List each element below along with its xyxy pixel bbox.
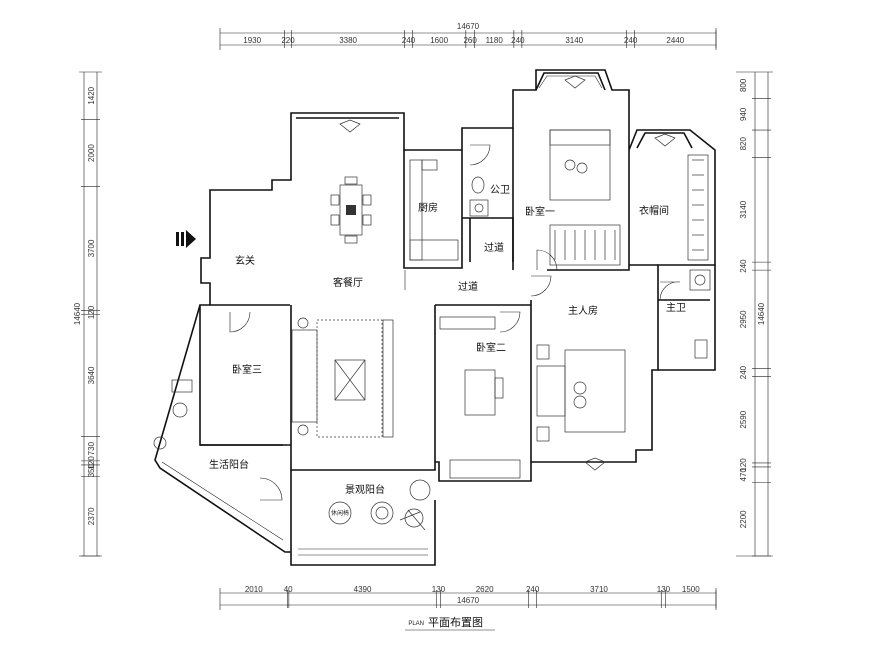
furniture-bedroom3 bbox=[153, 379, 193, 450]
right-segment-dimension: 940 bbox=[739, 107, 748, 121]
bottom-segment-dimension: 240 bbox=[526, 585, 540, 594]
left-segment-dimension: 350 bbox=[87, 464, 96, 478]
room-label-cloakroom: 衣帽间 bbox=[639, 204, 669, 217]
left-segment-dimension: 1420 bbox=[87, 86, 96, 104]
top-segment-dimension: 220 bbox=[281, 36, 295, 45]
plant-icon bbox=[399, 479, 431, 531]
bottom-segment-dimension: 2620 bbox=[476, 585, 494, 594]
furniture-cloakroom-wardrobe bbox=[687, 154, 709, 261]
room-label-view-balcony: 景观阳台 bbox=[345, 483, 385, 496]
furniture-public-wc bbox=[469, 176, 489, 217]
left-segment-dimension: 120 bbox=[87, 456, 96, 470]
furniture-living-room-set bbox=[291, 317, 394, 438]
right-segment-dimension: 2590 bbox=[739, 410, 748, 428]
bottom-segment-dimension: 3710 bbox=[590, 585, 608, 594]
bottom-segment-dimension: 4390 bbox=[354, 585, 372, 594]
room-label-corridor: 过道 bbox=[458, 280, 478, 293]
room-label-bedroom-1: 卧室一 bbox=[525, 205, 555, 218]
top-segment-dimension: 1180 bbox=[486, 36, 504, 45]
room-label-living-dining: 客餐厅 bbox=[333, 276, 363, 289]
room-label-master-wc: 主卫 bbox=[666, 302, 686, 314]
furniture-dining-table bbox=[330, 176, 372, 244]
bottom-segment-dimension: 1500 bbox=[682, 585, 700, 594]
right-segment-dimension: 800 bbox=[739, 78, 748, 92]
left-segment-dimension: 120 bbox=[87, 305, 96, 319]
top-segment-dimension: 2440 bbox=[666, 36, 684, 45]
room-label-bedroom-2: 卧室二 bbox=[476, 341, 506, 354]
furniture-balcony-chairs: 休闲椅 bbox=[328, 501, 394, 525]
drawing-title: PLAN 平面布置图 bbox=[405, 616, 495, 631]
furniture-bedroom1-bed bbox=[549, 129, 621, 266]
plan-code: PLAN bbox=[408, 621, 424, 627]
left-segment-dimension: 3700 bbox=[87, 239, 96, 257]
window-decor-icons bbox=[339, 75, 676, 471]
right-segment-dimension: 120 bbox=[739, 458, 748, 472]
left-segment-dimension: 2000 bbox=[87, 144, 96, 162]
bottom-total-dimension: 14670 bbox=[457, 596, 480, 605]
furniture-kitchen-counter bbox=[409, 159, 459, 261]
top-segment-dimension: 260 bbox=[463, 36, 477, 45]
left-total-dimension: 14640 bbox=[73, 302, 82, 325]
right-segment-dimension: 240 bbox=[739, 365, 748, 379]
bottom-segment-dimension: 2010 bbox=[245, 585, 263, 594]
top-segment-dimension: 1930 bbox=[243, 36, 261, 45]
room-label-bedroom-3: 卧室三 bbox=[232, 363, 262, 376]
room-label-corridor-small: 过道 bbox=[484, 241, 504, 254]
top-segment-dimension: 1600 bbox=[430, 36, 448, 45]
left-segment-dimension: 3640 bbox=[87, 366, 96, 384]
furniture-master-wc bbox=[689, 269, 711, 359]
left-segment-dimension: 2370 bbox=[87, 507, 96, 525]
top-total-dimension: 14670 bbox=[457, 22, 480, 31]
room-label-kitchen: 厨房 bbox=[418, 201, 438, 214]
top-dimension-chain: 14670 1930 220 3380 240 1600 260 1180 240 3140 24… bbox=[219, 22, 717, 50]
right-total-dimension: 14640 bbox=[757, 302, 766, 325]
bottom-segment-dimension: 130 bbox=[432, 585, 446, 594]
bottom-dimension-chain: 14670 2010 40 4390 130 2620 240 3710 130 1500 bbox=[219, 585, 717, 610]
right-segment-dimension: 2200 bbox=[739, 510, 748, 528]
room-label-master-bedroom: 主人房 bbox=[568, 304, 598, 317]
right-segment-dimension: 240 bbox=[739, 259, 748, 273]
top-segment-dimension: 240 bbox=[624, 36, 638, 45]
right-segment-dimension: 470 bbox=[739, 468, 748, 482]
top-segment-dimension: 3380 bbox=[339, 36, 357, 45]
top-segment-dimension: 240 bbox=[511, 36, 525, 45]
top-segment-dimension: 240 bbox=[402, 36, 416, 45]
right-segment-dimension: 820 bbox=[739, 136, 748, 150]
right-segment-dimension: 2950 bbox=[739, 310, 748, 328]
plan-caption: 平面布置图 bbox=[428, 616, 483, 629]
bottom-segment-dimension: 130 bbox=[657, 585, 671, 594]
room-label-service-balcony: 生活阳台 bbox=[209, 458, 249, 471]
bottom-segment-dimension: 40 bbox=[284, 585, 293, 594]
interior-walls bbox=[200, 128, 710, 462]
door-swings bbox=[229, 144, 681, 501]
entrance-arrow-icon bbox=[176, 230, 196, 248]
room-label-public-wc: 公卫 bbox=[490, 185, 510, 196]
right-segment-dimension: 3140 bbox=[739, 200, 748, 218]
chair-label: 休闲椅 bbox=[331, 509, 349, 517]
furniture-master-bed bbox=[536, 344, 626, 442]
top-segment-dimension: 3140 bbox=[565, 36, 583, 45]
furniture-bedroom2-desk bbox=[439, 316, 521, 479]
left-segment-dimension: 730 bbox=[87, 441, 96, 455]
room-label-entry: 玄关 bbox=[235, 254, 255, 267]
